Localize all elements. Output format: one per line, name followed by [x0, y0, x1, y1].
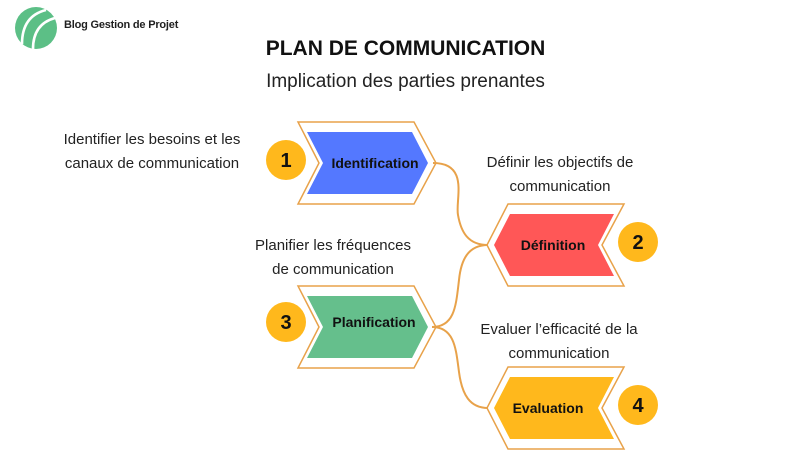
- step-identification: Identification 1: [266, 121, 437, 205]
- step-3-description: Planifier les fréquences de communicatio…: [238, 234, 428, 282]
- step-1-number: 1: [280, 150, 291, 172]
- step-2-number: 2: [632, 232, 643, 254]
- step-3-label: Planification: [332, 314, 415, 330]
- step-4-label: Evaluation: [513, 400, 584, 416]
- step-1-description-line-1: Identifier les besoins et les: [63, 131, 241, 148]
- step-definition: Définition 2: [486, 203, 658, 287]
- step-4-outline: [486, 366, 626, 450]
- brand-logo-icon: [15, 7, 57, 50]
- step-4-chevron: [494, 377, 614, 439]
- step-3-badge: [266, 302, 306, 342]
- step-2-badge: [618, 222, 658, 262]
- step-2-description-line-2: communication: [509, 178, 611, 195]
- step-4-number: 4: [632, 395, 644, 417]
- step-1-label: Identification: [331, 155, 418, 171]
- step-1-outline: [296, 121, 437, 205]
- step-3-chevron: [307, 296, 428, 358]
- connector-1-2: [432, 162, 489, 246]
- step-1-description: Identifier les besoins et les canaux de …: [40, 128, 264, 176]
- brand-name: Blog Gestion de Projet: [64, 19, 179, 31]
- connector-2-3: [431, 244, 489, 328]
- step-planification: Planification 3: [266, 285, 437, 369]
- page-subtitle: Implication des parties prenantes: [266, 71, 545, 92]
- step-evaluation: Evaluation 4: [486, 366, 658, 450]
- step-2-description: Définir les objectifs de communication: [470, 151, 650, 199]
- step-1-chevron: [307, 132, 428, 194]
- step-1-description-line-2: canaux de communication: [64, 155, 240, 172]
- step-4-description-line-1: Evaluer l’efficacité de la: [480, 321, 638, 338]
- step-3-number: 3: [280, 312, 291, 334]
- step-3-description-line-1: Planifier les fréquences: [255, 237, 411, 254]
- step-2-label: Définition: [521, 237, 586, 253]
- step-2-description-line-1: Définir les objectifs de: [486, 154, 634, 171]
- step-2-chevron: [494, 214, 614, 276]
- step-3-outline: [296, 285, 437, 369]
- step-3-description-line-2: de communication: [272, 261, 394, 278]
- step-4-badge: [618, 385, 658, 425]
- step-1-badge: [266, 140, 306, 180]
- connector-3-4: [431, 326, 489, 409]
- page-title: PLAN DE COMMUNICATION: [265, 37, 546, 60]
- step-2-outline: [486, 203, 626, 287]
- step-4-description-line-2: communication: [508, 345, 610, 362]
- step-4-description: Evaluer l’efficacité de la communication: [455, 318, 663, 366]
